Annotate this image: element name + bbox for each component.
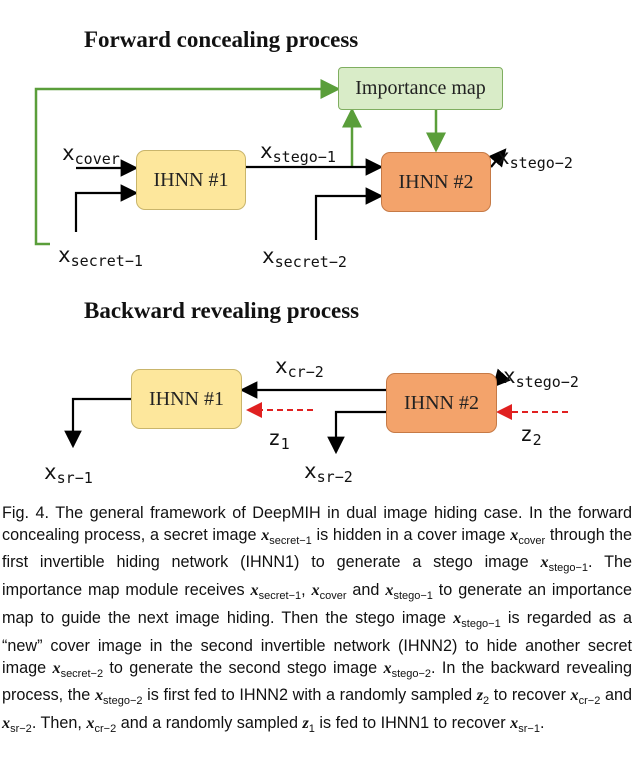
- label-x-sr1: xsr−1: [44, 460, 93, 487]
- label-z1: z1: [268, 426, 290, 453]
- backward-ihnn1-label: IHNN #1: [149, 387, 224, 410]
- label-z2: z2: [520, 422, 542, 449]
- label-back-x-stego2: xstego−2: [503, 364, 579, 391]
- label-x-secret1: xsecret−1: [58, 243, 143, 270]
- arrow-sr2: [327, 410, 386, 455]
- arrow-sr1: [64, 397, 131, 449]
- forward-ihnn2-box: IHNN #2: [381, 152, 491, 212]
- label-x-stego1: xstego−1: [260, 139, 336, 166]
- arrow-stego2: [488, 148, 507, 168]
- forward-ihnn2-label: IHNN #2: [398, 170, 474, 193]
- backward-ihnn2-box: IHNN #2: [386, 373, 497, 433]
- arrow-secret2: [314, 187, 384, 240]
- label-x-cr2: xcr−2: [275, 354, 324, 381]
- diagram-arrows: [34, 79, 568, 455]
- arrow-secret1: [74, 184, 139, 232]
- figure-caption: Fig. 4. The general framework of DeepMIH…: [2, 504, 633, 736]
- forward-ihnn1-label: IHNN #1: [153, 168, 229, 191]
- label-x-cover: xcover: [62, 141, 120, 168]
- label-x-sr2: xsr−2: [304, 459, 353, 486]
- label-x-secret2: xsecret−2: [262, 244, 347, 271]
- forward-ihnn1-box: IHNN #1: [136, 150, 246, 210]
- label-x-stego2: xstego−2: [497, 145, 573, 172]
- backward-title: Backward revealing process: [84, 298, 360, 323]
- green-path-left: [34, 79, 341, 246]
- forward-title: Forward concealing process: [84, 27, 359, 52]
- backward-ihnn2-label: IHNN #2: [404, 391, 479, 414]
- importance-map-label: Importance map: [355, 77, 486, 99]
- backward-ihnn1-box: IHNN #1: [131, 369, 242, 429]
- figure: Forward concealing process Importance ma…: [34, 27, 579, 487]
- importance-map-box: Importance map: [338, 67, 503, 110]
